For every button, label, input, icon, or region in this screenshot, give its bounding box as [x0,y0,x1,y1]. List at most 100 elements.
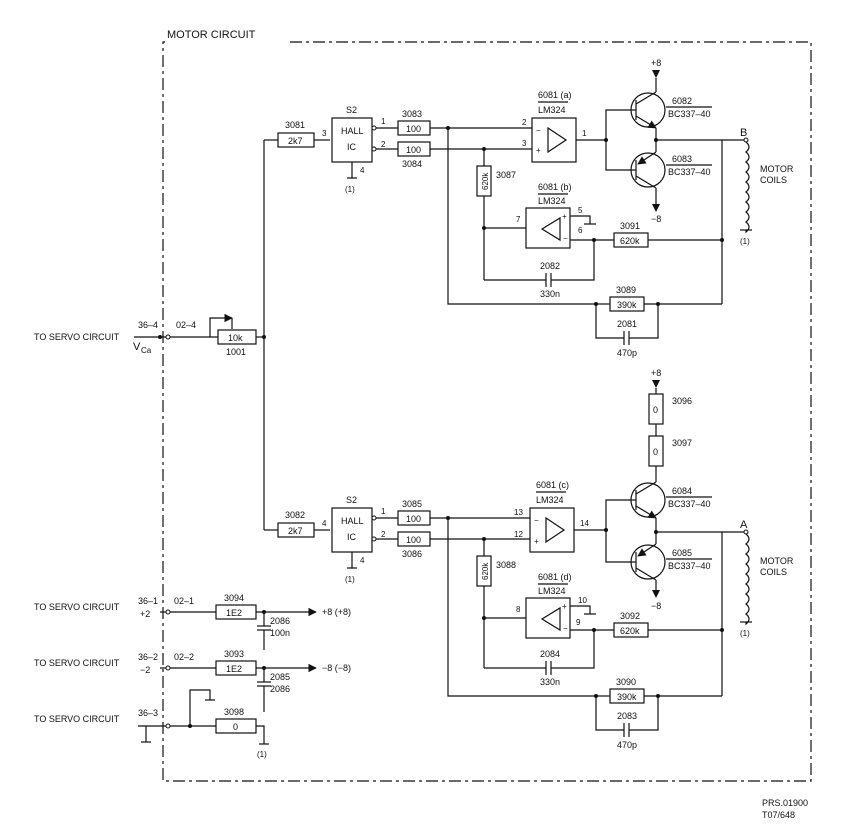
resistor-3083: 3083 100 [397,109,431,136]
svg-text:6084: 6084 [672,486,692,496]
opamp-6081b: 6081 (b) LM324 + − 5 6 7 [516,182,583,249]
svg-text:100: 100 [406,124,421,134]
svg-text:LM324: LM324 [538,196,566,206]
resistor-3088: 620k 3088 [476,555,516,587]
svg-text:2082: 2082 [540,261,560,271]
svg-text:3: 3 [322,129,327,138]
svg-text:36–3: 36–3 [138,708,158,718]
transistor-6083: 6083 BC337–40 [630,151,712,189]
svg-text:4: 4 [360,166,365,175]
resistor-3098: 3098 0 [215,707,257,734]
svg-text:+: + [562,212,567,221]
svg-text:390k: 390k [617,692,637,702]
capacitor-2085: 2085 2086 [270,672,290,694]
svg-text:2086: 2086 [270,684,290,694]
motor-circuit-boundary [162,41,812,782]
svg-text:02–2: 02–2 [174,652,194,662]
svg-text:HALL: HALL [341,126,364,136]
resistor-3082: 3082 2k7 [277,510,315,538]
svg-text:−8 (−8): −8 (−8) [322,663,351,673]
svg-text:8: 8 [516,605,521,614]
vca-label: V [133,341,141,353]
svg-text:−: − [536,126,541,135]
svg-text:100n: 100n [270,628,290,638]
svg-text:3098: 3098 [224,707,244,717]
svg-text:2k7: 2k7 [288,526,303,536]
svg-text:(1): (1) [345,185,355,194]
svg-text:3093: 3093 [224,649,244,659]
svg-text:2084: 2084 [540,649,560,659]
svg-text:2: 2 [522,118,527,127]
svg-text:3091: 3091 [620,221,640,231]
svg-text:1001: 1001 [226,347,246,357]
resistor-3093: 3093 1E2 [215,649,257,676]
vca-subscript: Ca [141,346,152,355]
drawing-sheet: T07/648 [762,810,795,820]
svg-text:+2: +2 [140,609,150,619]
svg-text:S2: S2 [346,105,357,115]
svg-text:10: 10 [578,596,587,605]
resistor-3097: 0 3097 [648,435,692,467]
capacitor-2086: 2086 100n [270,616,290,638]
svg-text:3: 3 [522,139,527,148]
svg-text:6082: 6082 [672,96,692,106]
svg-text:3096: 3096 [672,396,692,406]
svg-text:0: 0 [653,405,658,415]
svg-text:+: + [562,602,567,611]
svg-text:4: 4 [360,556,365,565]
svg-text:6081 (c): 6081 (c) [536,480,569,490]
transistor-6082: 6082 BC337–40 [630,91,712,129]
svg-text:−: − [563,234,568,243]
svg-text:+8: +8 [651,368,661,378]
svg-text:330n: 330n [540,289,560,299]
svg-text:+8 (+8): +8 (+8) [322,607,351,617]
svg-text:13: 13 [514,508,523,517]
opamp-6081c: 6081 (c) LM324 − + 13 12 14 [514,480,589,553]
svg-text:1E2: 1E2 [226,664,242,674]
svg-text:2085: 2085 [270,672,290,682]
svg-text:9: 9 [576,618,581,627]
svg-text:470p: 470p [617,740,637,750]
svg-text:(1): (1) [257,750,267,759]
resistor-3092: 3092 620k [613,611,649,638]
svg-text:BC337–40: BC337–40 [668,167,711,177]
svg-text:3088: 3088 [496,560,516,570]
hall-ic-upper: S2 HALL IC 3 1 2 4 (1) [322,105,386,194]
resistor-3086: 100 3086 [397,531,431,559]
svg-text:LM324: LM324 [538,586,566,596]
resistor-3085: 3085 100 [397,499,431,526]
svg-text:620k: 620k [620,236,640,246]
motor-circuit-title: MOTOR CIRCUIT [167,29,256,41]
svg-text:3083: 3083 [402,109,422,119]
svg-text:3097: 3097 [672,438,692,448]
motor-coils-lower: MOTOR COILS (1) [740,533,794,638]
svg-text:7: 7 [516,215,521,224]
svg-text:2: 2 [381,530,386,539]
svg-text:S2: S2 [346,495,357,505]
svg-text:6: 6 [578,226,583,235]
svg-text:B: B [740,127,747,139]
svg-text:IC: IC [347,532,357,542]
svg-text:620k: 620k [481,172,490,190]
svg-text:COILS: COILS [760,175,787,185]
connector-36-4: 36–4 [138,320,158,330]
svg-text:−8: −8 [651,601,661,611]
transistor-6085: 6085 BC337–40 [630,543,712,581]
svg-text:(1): (1) [740,237,750,246]
svg-text:620k: 620k [620,626,640,636]
svg-text:(1): (1) [740,629,750,638]
svg-text:2081: 2081 [617,319,637,329]
resistor-3091: 3091 620k [613,221,649,248]
resistor-3089: 3089 390k [609,285,645,312]
svg-text:BC337–40: BC337–40 [668,109,711,119]
svg-text:6083: 6083 [672,154,692,164]
svg-text:4: 4 [322,519,327,528]
svg-text:1: 1 [381,117,386,126]
svg-text:100: 100 [406,535,421,545]
svg-text:36–1: 36–1 [138,596,158,606]
svg-text:2k7: 2k7 [288,136,303,146]
servo-label-m8: TO SERVO CIRCUIT [34,658,120,668]
svg-text:3084: 3084 [402,159,422,169]
svg-text:COILS: COILS [760,567,787,577]
